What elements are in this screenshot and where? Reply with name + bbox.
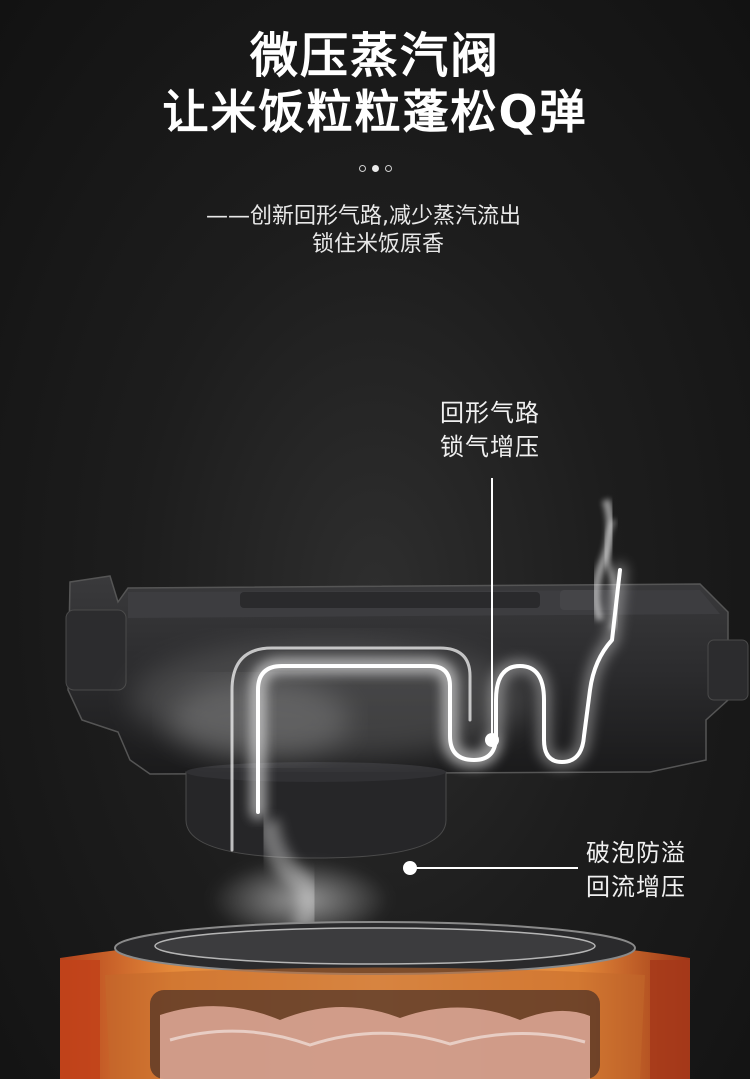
overflow-callout-line-1: 破泡防溢 [586,839,686,867]
pagination-dot-1 [358,165,366,172]
airway-callout: 回形气路 锁气增压 [440,396,540,464]
inner-pot [60,921,690,1079]
pagination-dots [0,165,750,172]
pagination-dot-2 [371,165,379,172]
airway-callout-line-2: 锁气增压 [440,433,540,461]
page-subtitle-headline: 让米饭粒粒蓬松Q弹 [162,85,588,139]
pagination-dot-3 [384,165,392,172]
overflow-callout: 破泡防溢 回流增压 [586,836,686,904]
airway-callout-line-1: 回形气路 [440,399,540,427]
airway-glow [230,563,627,852]
description-line-1: ——创新回形气路,减少蒸汽流出 [206,204,521,229]
steam [210,498,619,940]
page-title: 微压蒸汽阀 [249,28,500,84]
description-line-2: 锁住米饭原香 [312,232,445,257]
airway-pointer [485,478,499,747]
overflow-pointer [403,861,578,875]
overflow-callout-line-2: 回流增压 [586,873,686,901]
